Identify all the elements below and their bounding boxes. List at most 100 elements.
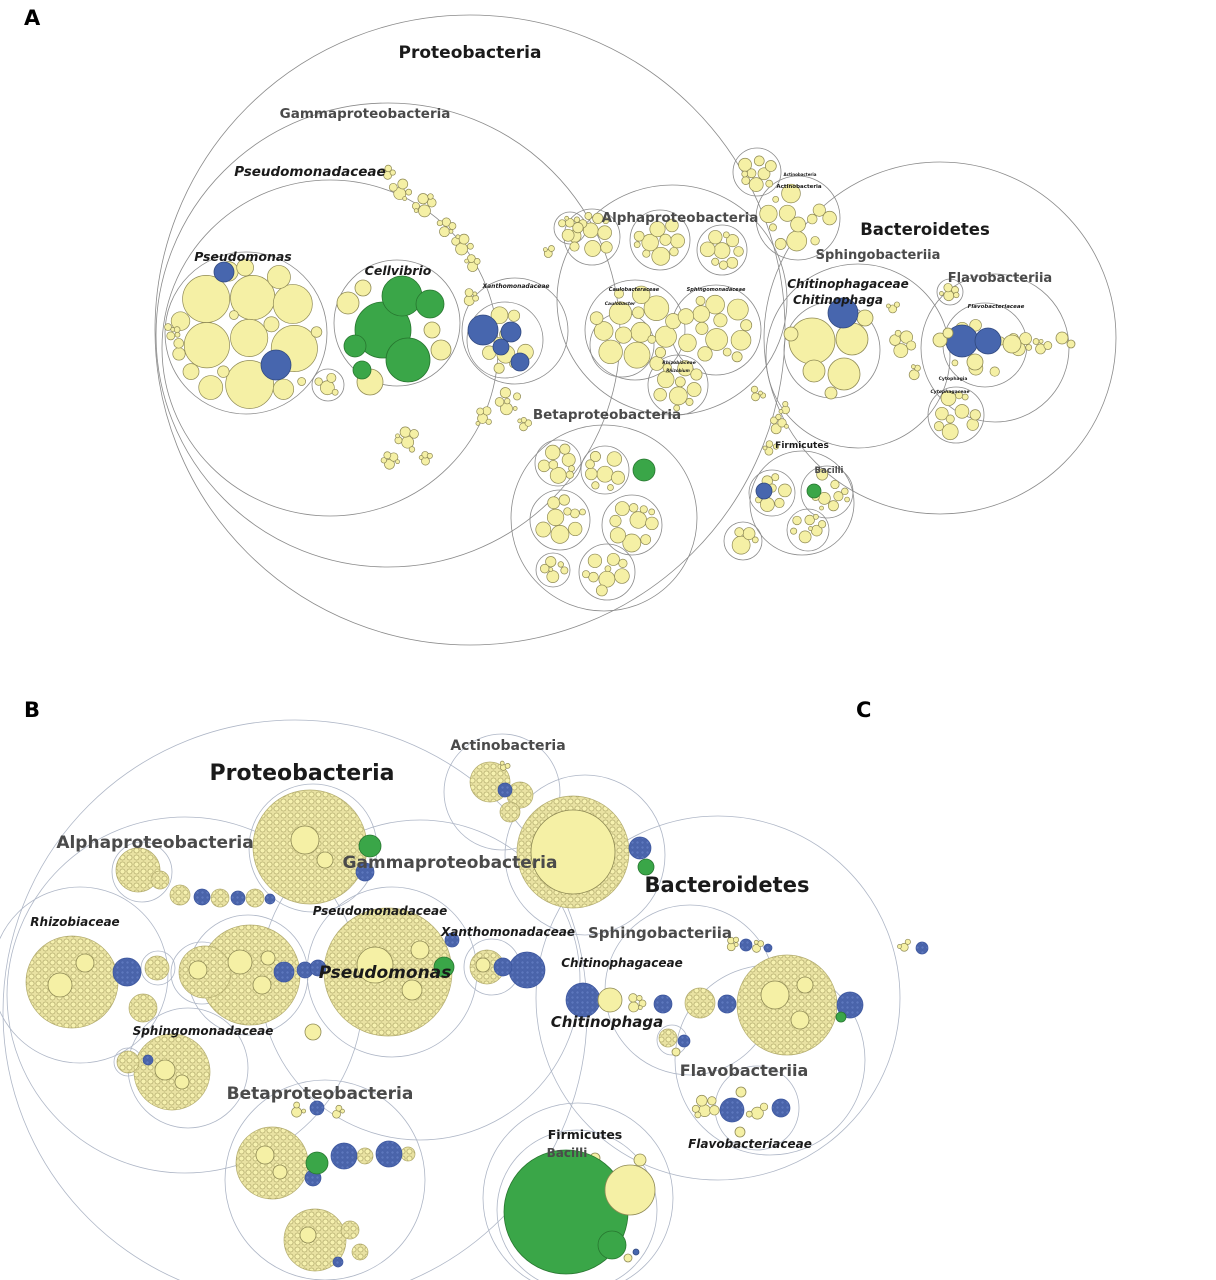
taxon-label: Pseudomonas [194,249,291,264]
taxon-circle [493,957,513,977]
taxon-circle [758,390,763,396]
taxon-circle [584,240,601,257]
taxon-circle [790,216,806,233]
taxon-circle [174,331,181,338]
taxon-circle [722,231,730,239]
taxon-circle [260,349,292,381]
taxon-circle [589,311,604,325]
taxon-circle [1066,339,1076,349]
taxon-circle [588,571,599,583]
taxon-circle [210,888,230,908]
taxon-circle [632,1248,640,1256]
taxon-circle [637,858,655,876]
taxon-circle [602,217,610,225]
taxon-circle [782,401,789,408]
taxon-outline-circle [556,184,788,416]
taxon-circle [677,360,694,377]
taxon-outline-circle [535,552,571,588]
taxon-circle [806,213,818,225]
taxon-label: Cytophagia [939,376,968,382]
taxon-circle [549,467,567,484]
taxon-circle [653,994,673,1014]
taxon-circle [604,565,612,573]
taxon-circle [418,455,424,460]
taxon-circle [340,1220,360,1240]
taxon-outline-circle [723,521,763,561]
taxon-circle [305,1151,329,1175]
taxon-label: Chitinophagaceae [561,956,683,970]
taxon-circle [402,196,408,201]
taxon-circle [142,1054,154,1066]
taxon-circle [217,365,230,378]
taxon-circle [499,801,521,823]
taxon-circle [607,484,614,491]
taxon-label: Flavobacteriaceae [968,304,1025,310]
taxon-circle [490,306,509,325]
taxon-circle [235,1126,309,1200]
taxon-circle [169,884,191,906]
taxon-circle [961,393,969,401]
taxon-circle [395,433,400,439]
taxon-circle [822,210,837,226]
taxon-circle [908,369,920,381]
taxon-circle [653,387,667,402]
taxon-circle [778,409,784,414]
taxon-label: Caulobacter [605,301,636,307]
taxon-circle [969,319,982,332]
taxon-circle [508,309,521,322]
taxon-circle [517,418,523,424]
taxon-label: Alphaproteobacteria [56,833,253,853]
taxon-circle [628,503,639,513]
taxon-label: Proteobacteria [399,43,542,63]
taxon-circle [841,487,849,496]
taxon-circle [677,308,695,325]
taxon-circle [494,397,505,407]
taxon-circle [940,390,957,407]
taxon-circle [733,942,739,947]
taxon-circle [633,1153,647,1167]
taxon-circle [772,195,780,203]
taxon-circle [726,256,739,269]
taxon-circle [733,936,740,943]
taxon-circle [649,221,666,238]
taxon-circle [760,497,775,512]
taxon-circle [765,440,774,448]
taxon-circle [290,825,320,855]
taxon-circle [694,1111,702,1119]
taxon-circle [623,1253,633,1263]
taxon-circle [945,414,955,424]
taxon-circle [561,452,576,467]
taxon-circle [75,953,95,973]
taxon-circle [632,458,656,482]
panel-a-circle-packing: ProteobacteriaGammaproteobacteriaPseudom… [154,14,1117,646]
taxon-circle [229,310,239,320]
taxon-circle [585,459,595,469]
taxon-circle [781,183,801,204]
taxon-circle [886,303,891,309]
taxon-circle [726,234,740,248]
taxon-label: Betaproteobacteria [227,1084,414,1104]
taxon-circle [565,982,601,1018]
taxon-circle [546,508,565,526]
taxon-circle [893,343,909,358]
taxon-circle [888,304,898,314]
taxon-circle [236,258,254,277]
taxon-outline-circle [647,354,709,416]
taxon-label: Alphaproteobacteria [602,210,759,226]
taxon-circle [598,339,623,365]
taxon-circle [128,993,158,1023]
taxon-circle [753,939,759,945]
taxon-circle [643,295,670,321]
taxon-circle [734,527,745,537]
taxon-outline-circle [111,841,173,903]
taxon-circle [166,331,176,341]
taxon-circle [899,330,914,344]
taxon-circle [597,1230,627,1260]
taxon-circle [1038,338,1044,344]
taxon-circle [966,418,979,431]
taxon-circle [606,451,623,467]
taxon-circle [954,404,970,419]
taxon-circle [316,851,334,869]
taxon-circle [966,353,984,371]
taxon-circle [493,362,505,374]
